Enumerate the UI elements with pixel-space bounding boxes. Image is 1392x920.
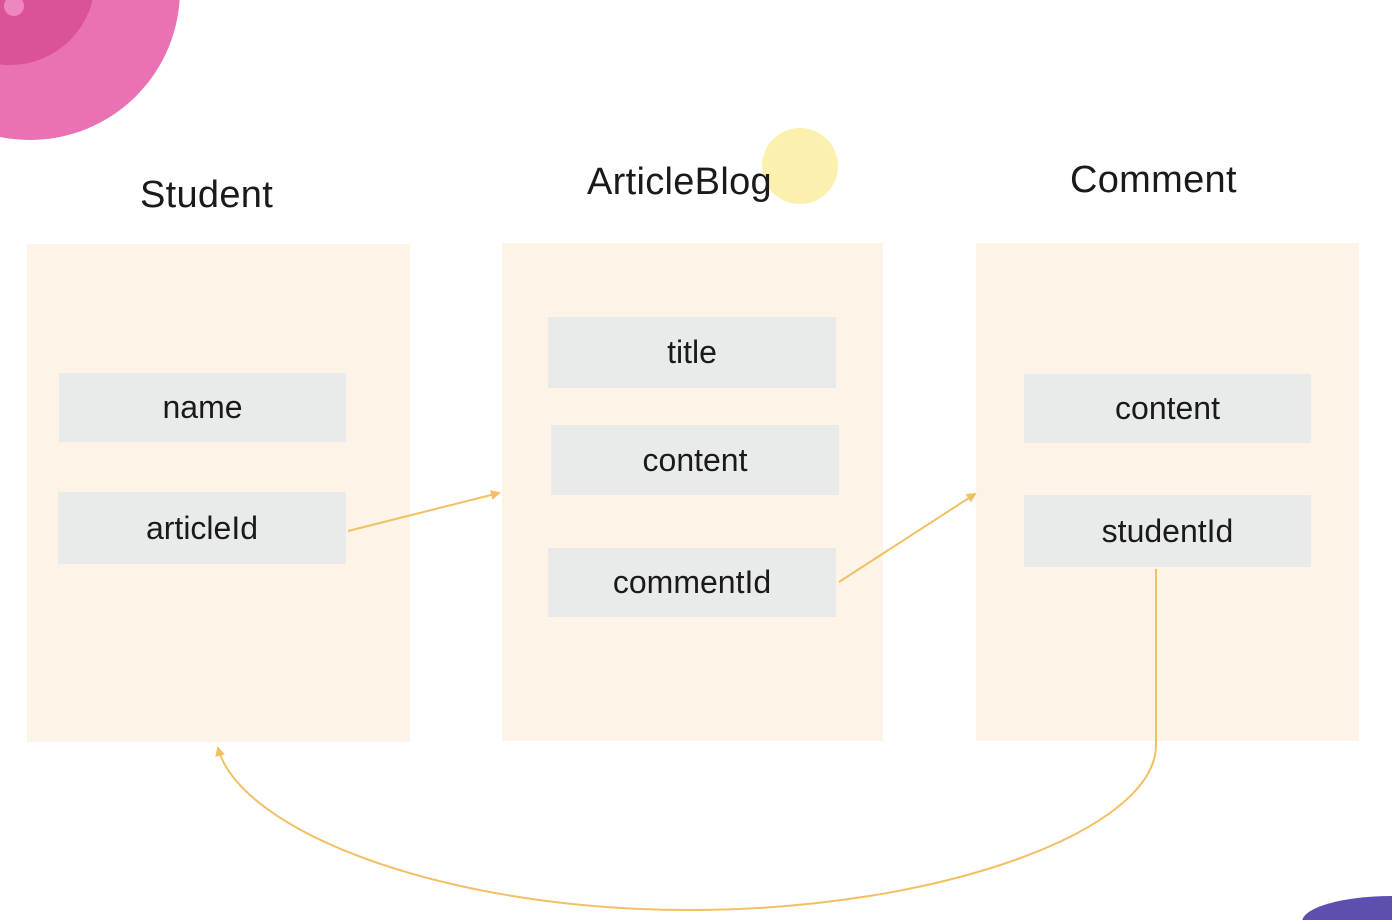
field-comment-studentid: studentId: [1024, 495, 1311, 567]
field-student-name: name: [59, 373, 346, 442]
pink-blob-dot: [4, 0, 24, 16]
entity-box-comment: [976, 243, 1359, 741]
field-articleblog-content: content: [551, 425, 839, 495]
field-articleblog-title: title: [548, 317, 836, 388]
cursor-highlight: [762, 128, 838, 204]
purple-blob: [1302, 896, 1392, 920]
entity-title-student: Student: [140, 174, 274, 216]
pink-blob-inner: [0, 0, 93, 65]
entity-title-comment: Comment: [1070, 159, 1237, 201]
field-comment-content: content: [1024, 374, 1311, 443]
field-student-articleid: articleId: [58, 492, 346, 564]
field-articleblog-commentid: commentId: [548, 548, 836, 617]
entity-title-articleblog: ArticleBlog: [587, 161, 772, 203]
